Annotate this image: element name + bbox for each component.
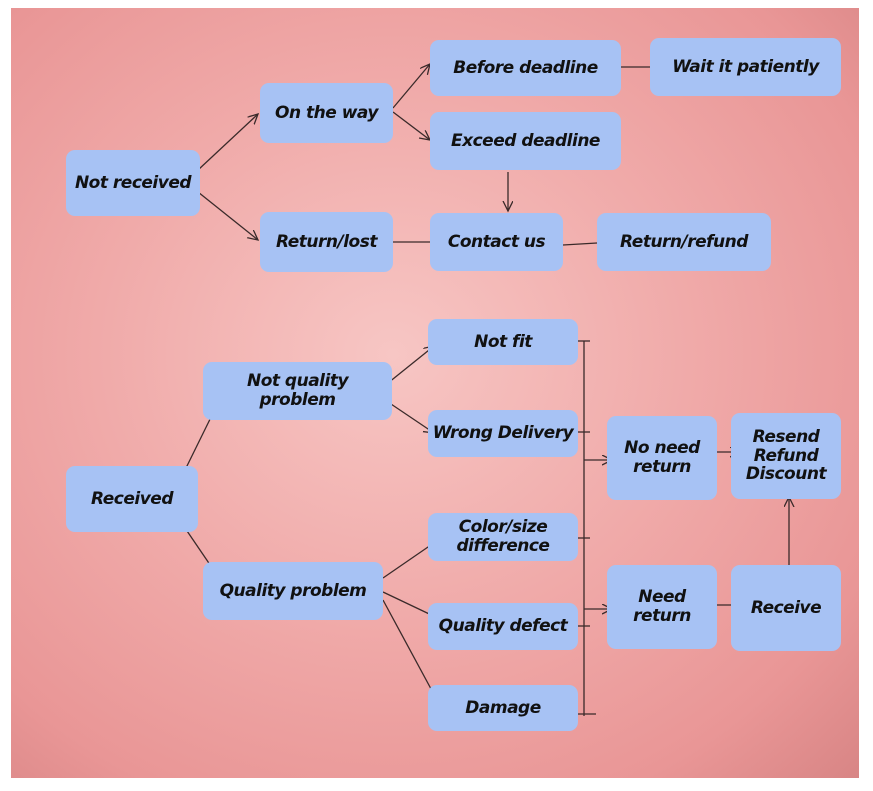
arrow-notquality-to-wrongdelivery — [387, 401, 434, 433]
node-quality-problem: Quality problem — [203, 562, 383, 620]
node-label: Received — [91, 488, 174, 509]
node-resend-refund-discount: Resend Refund Discount — [731, 413, 841, 499]
node-label: Contact us — [447, 231, 546, 252]
node-label: Quality problem — [219, 580, 367, 601]
node-quality-defect: Quality defect — [428, 603, 578, 650]
node-wait-patiently: Wait it patiently — [650, 38, 841, 96]
node-return-refund: Return/refund — [597, 213, 771, 271]
node-label: Wait it patiently — [672, 56, 819, 77]
arrow-notreceived-to-ontheway — [197, 114, 258, 171]
node-not-fit: Not fit — [428, 319, 578, 365]
node-label: Before deadline — [453, 57, 598, 78]
node-label: Quality defect — [438, 616, 568, 637]
node-contact-us: Contact us — [430, 213, 563, 271]
node-label-line2: difference — [456, 536, 550, 556]
node-label-line2: Refund — [753, 445, 819, 466]
node-label-line2: return — [633, 457, 691, 477]
node-not-received: Not received — [66, 150, 200, 216]
node-label: Wrong Delivery — [432, 423, 574, 444]
node-label: Not received — [74, 172, 192, 193]
line-contactus-to-returnrefund — [562, 242, 598, 246]
node-received: Received — [66, 466, 198, 532]
node-need-return: Need return — [607, 565, 717, 649]
node-on-the-way: On the way — [260, 83, 393, 143]
node-exceed-deadline: Exceed deadline — [430, 112, 621, 170]
node-color-size-difference: Color/size difference — [428, 513, 578, 561]
arrow-ontheway-to-exceeddeadline — [392, 111, 430, 140]
node-label-line1: Resend — [752, 426, 820, 447]
node-receive: Receive — [731, 565, 841, 651]
node-label-line1: Color/size — [458, 517, 548, 538]
node-label: Need return — [633, 587, 691, 626]
node-not-quality-problem: Not quality problem — [203, 362, 392, 420]
node-label-line3: Discount — [745, 464, 827, 485]
node-label: Not quality problem — [246, 371, 349, 410]
node-before-deadline: Before deadline — [430, 40, 621, 96]
node-label: Return/lost — [276, 231, 377, 252]
node-label: Damage — [465, 697, 541, 718]
node-return-lost: Return/lost — [260, 212, 393, 272]
arrow-ontheway-to-beforedeadline — [392, 64, 430, 109]
node-label: Receive — [750, 597, 822, 618]
node-label: On the way — [275, 102, 378, 123]
node-no-need-return: No need return — [607, 416, 717, 500]
node-label: Exceed deadline — [451, 130, 600, 151]
node-label-line1: No need — [624, 438, 700, 459]
node-label: Return/refund — [620, 231, 748, 252]
arrow-notquality-to-notfit — [387, 346, 434, 384]
node-label: Not fit — [474, 331, 532, 352]
arrow-notreceived-to-returnlost — [197, 191, 258, 240]
node-damage: Damage — [428, 685, 578, 731]
node-wrong-delivery: Wrong Delivery — [428, 410, 578, 457]
